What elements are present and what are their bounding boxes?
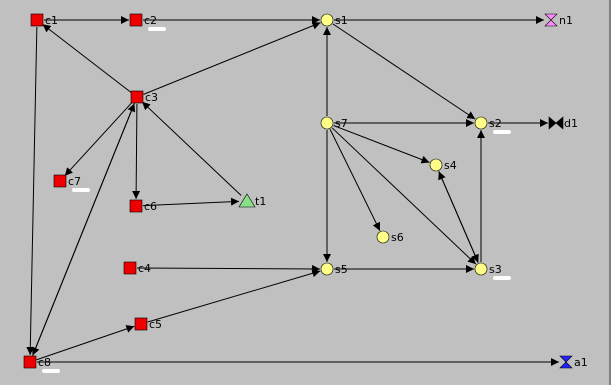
edge-c6-t1[interactable] <box>142 197 240 207</box>
edge-c8-c5[interactable] <box>36 325 135 361</box>
edge-t1-c3[interactable] <box>141 101 242 196</box>
node-label: c7 <box>68 175 81 188</box>
node-label: s1 <box>335 14 348 27</box>
node-label: n1 <box>559 14 573 27</box>
edge-s4-s3[interactable] <box>438 171 479 263</box>
edge-s1-s2[interactable] <box>332 23 476 120</box>
node-s2[interactable]: s2 <box>474 116 502 130</box>
status-marker-c7 <box>72 188 90 192</box>
edge-s7-s3[interactable] <box>331 127 477 265</box>
square-icon <box>130 90 144 104</box>
status-marker-s2 <box>493 130 511 134</box>
circle-icon <box>429 158 443 172</box>
bowtie-icon <box>548 116 564 130</box>
square-icon <box>23 355 37 369</box>
square-icon <box>53 174 67 188</box>
circle-icon <box>320 262 334 276</box>
status-marker-s3 <box>493 276 511 280</box>
status-marker-c2 <box>148 27 166 31</box>
edge-c4-s5[interactable] <box>136 264 321 273</box>
node-s3[interactable]: s3 <box>474 262 502 276</box>
node-label: t1 <box>255 195 266 208</box>
node-label: c4 <box>138 262 151 275</box>
node-label: s2 <box>489 117 502 130</box>
square-icon <box>129 199 143 213</box>
node-s5[interactable]: s5 <box>320 262 348 276</box>
circle-icon <box>320 116 334 130</box>
node-label: s6 <box>391 231 404 244</box>
node-c5[interactable]: c5 <box>134 317 162 331</box>
node-label: a1 <box>574 356 588 369</box>
edge-c8-c3[interactable] <box>32 103 136 356</box>
node-label: c1 <box>45 14 58 27</box>
node-c8[interactable]: c8 <box>23 355 51 369</box>
edge-s7-s6[interactable] <box>329 129 381 231</box>
edge-c3-c1[interactable] <box>42 23 132 94</box>
edge-c3-c7[interactable] <box>64 101 133 177</box>
node-t1[interactable]: t1 <box>238 193 266 208</box>
square-icon <box>129 13 143 27</box>
node-c6[interactable]: c6 <box>129 199 157 213</box>
node-label: s7 <box>335 117 348 130</box>
edges-layer <box>26 16 559 366</box>
node-d1[interactable]: d1 <box>548 116 578 130</box>
node-s6[interactable]: s6 <box>376 230 404 244</box>
node-label: c8 <box>38 356 51 369</box>
node-n1[interactable]: n1 <box>544 13 573 27</box>
square-icon <box>123 261 137 275</box>
node-c3[interactable]: c3 <box>130 90 158 104</box>
edge-c5-s5[interactable] <box>147 269 321 323</box>
circle-icon <box>474 262 488 276</box>
circle-icon <box>376 230 390 244</box>
node-c7[interactable]: c7 <box>53 174 81 188</box>
square-icon <box>30 13 44 27</box>
node-label: c3 <box>145 91 158 104</box>
node-label: d1 <box>564 117 578 130</box>
edge-s7-s4[interactable] <box>333 125 430 164</box>
circle-icon <box>320 13 334 27</box>
node-label: c5 <box>149 318 162 331</box>
node-label: s4 <box>444 159 457 172</box>
node-s1[interactable]: s1 <box>320 13 348 27</box>
node-c1[interactable]: c1 <box>30 13 58 27</box>
edge-c1-c8[interactable] <box>26 26 38 356</box>
square-icon <box>134 317 148 331</box>
nodes-layer: c1 c2 c3 c4 c5 c6 c7 c8 t1 s1 s2 s3 s4 s5 s6 s7 n1 d1 a1 <box>23 13 588 369</box>
edge-c3-s1[interactable] <box>143 21 321 95</box>
node-label: c2 <box>144 14 157 27</box>
node-s4[interactable]: s4 <box>429 158 457 172</box>
status-marker-c8 <box>42 369 60 373</box>
status-markers-layer <box>42 27 511 373</box>
node-a1[interactable]: a1 <box>559 355 588 369</box>
triangle-icon <box>238 193 256 208</box>
edge-c3-c6[interactable] <box>132 103 141 200</box>
node-label: s5 <box>335 263 348 276</box>
node-c4[interactable]: c4 <box>123 261 151 275</box>
node-s7[interactable]: s7 <box>320 116 348 130</box>
hourglass-icon <box>559 355 573 369</box>
circle-icon <box>474 116 488 130</box>
node-c2[interactable]: c2 <box>129 13 157 27</box>
node-label: s3 <box>489 263 502 276</box>
hourglass-icon <box>544 13 558 27</box>
node-label: c6 <box>144 200 157 213</box>
